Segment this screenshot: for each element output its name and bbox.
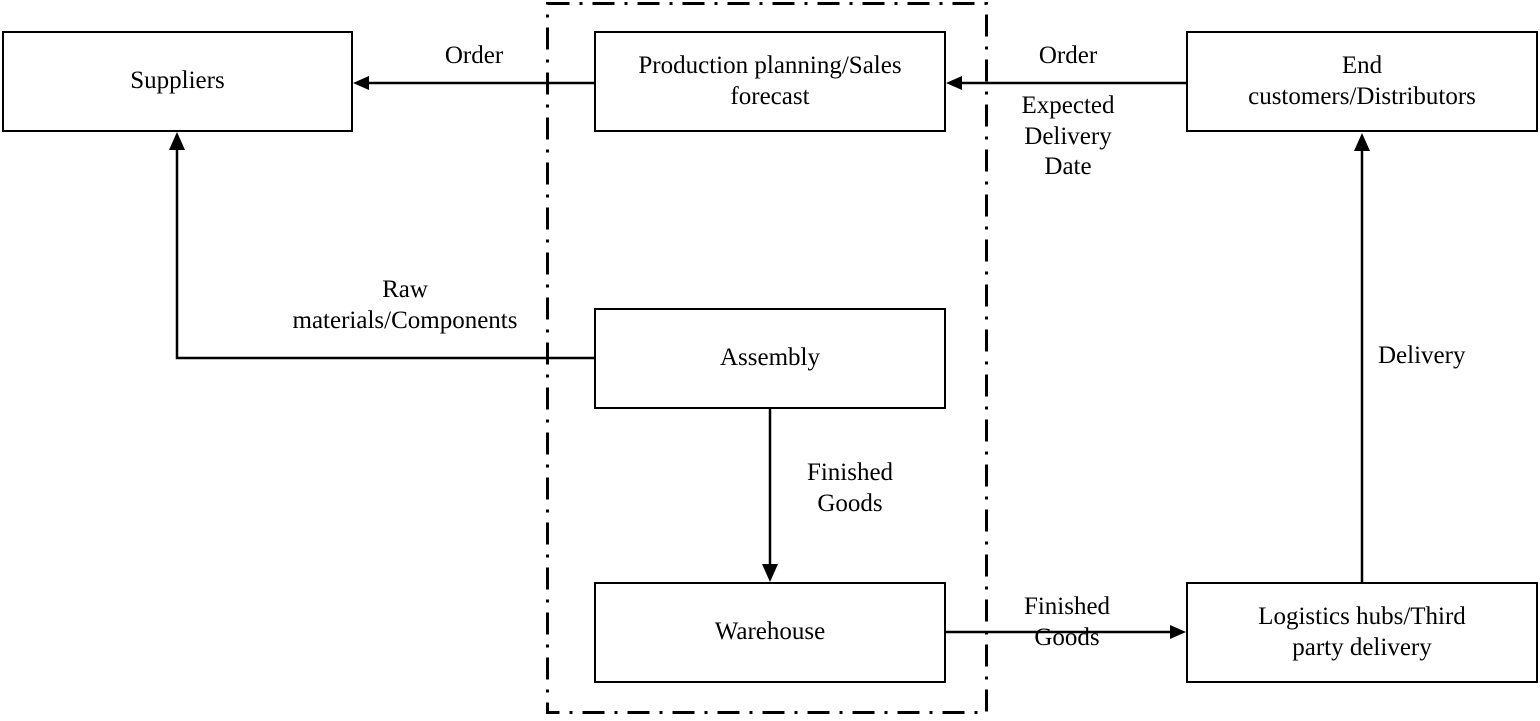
node-logistics-hubs-label: Logistics hubs/Third party delivery <box>1258 603 1466 661</box>
edge-label-order-planning-to-suppliers: Order <box>444 42 504 69</box>
edge-label-finished-goods-warehouse-to-logistics: Finished Goods <box>1023 593 1111 651</box>
node-warehouse-label: Warehouse <box>714 618 826 646</box>
edge-order-planning-to-suppliers <box>353 76 594 90</box>
edge-label-order-customers-to-planning: Order <box>1038 42 1098 69</box>
edge-label-delivery: Delivery <box>1378 342 1466 369</box>
edge-raw-materials-to-suppliers <box>169 132 594 360</box>
node-warehouse[interactable]: Warehouse <box>594 582 946 683</box>
edge-label-finished-goods-assembly-to-warehouse: Finished Goods <box>806 459 894 517</box>
node-production-planning[interactable]: Production planning/Sales forecast <box>594 31 946 132</box>
node-assembly[interactable]: Assembly <box>594 308 946 409</box>
node-logistics-hubs[interactable]: Logistics hubs/Third party delivery <box>1186 582 1538 683</box>
node-end-customers[interactable]: End customers/Distributors <box>1186 31 1538 132</box>
edge-label-expected-delivery-date: Expected Delivery Date <box>1021 92 1115 180</box>
node-end-customers-label: End customers/Distributors <box>1248 52 1476 110</box>
edge-delivery-logistics-to-customers <box>1354 133 1370 582</box>
node-production-planning-label: Production planning/Sales forecast <box>638 52 902 110</box>
node-suppliers[interactable]: Suppliers <box>2 31 353 132</box>
node-suppliers-label: Suppliers <box>130 67 225 95</box>
node-assembly-label: Assembly <box>720 344 820 372</box>
edge-label-raw-materials: Raw materials/Components <box>292 276 518 334</box>
edge-order-customers-to-planning <box>946 76 1186 90</box>
